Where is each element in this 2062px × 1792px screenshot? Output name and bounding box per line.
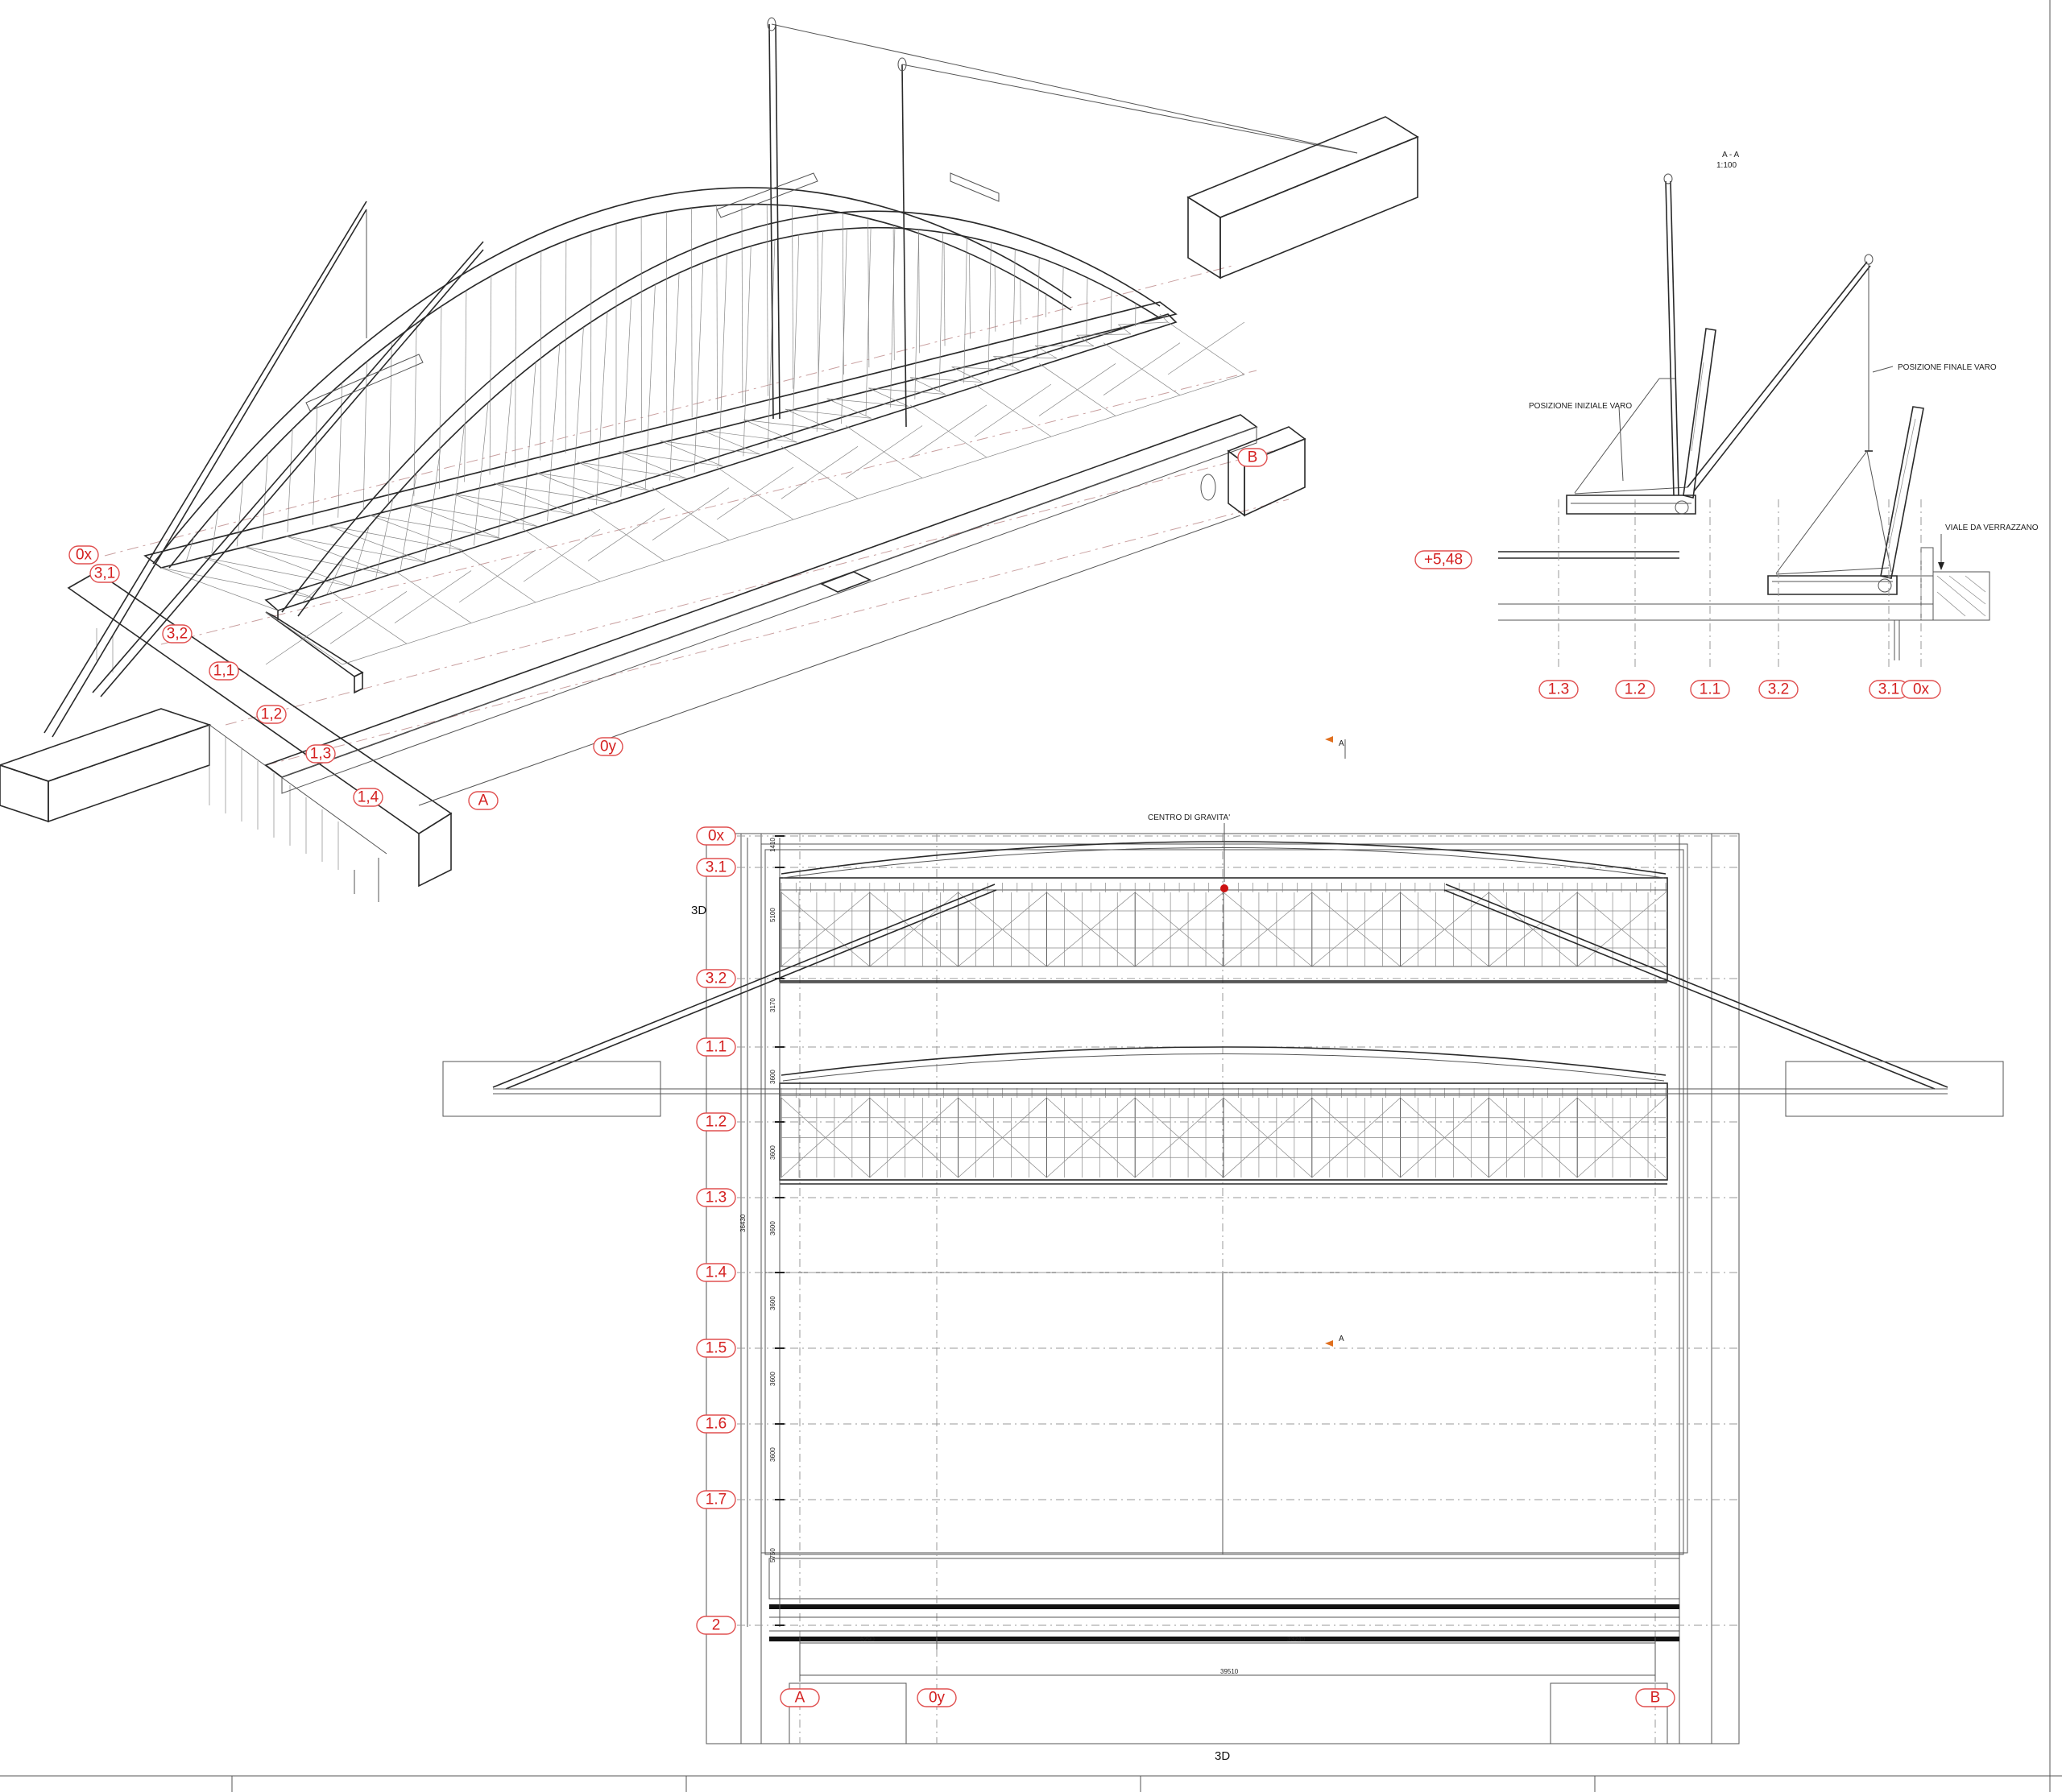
iso-axis-bubble-1-2: 1,2: [256, 705, 287, 724]
dim-v-10: 5750: [769, 1548, 776, 1562]
iso-axis-bubble-B: B: [1237, 448, 1268, 467]
iso-axis-bubble-1-3: 1,3: [305, 744, 336, 764]
svg-text:1.6: 1.6: [706, 1416, 727, 1433]
plan-axis-bubble-b: B: [1635, 1688, 1675, 1707]
isometric-bridge-view: [0, 17, 1419, 902]
svg-text:3.1: 3.1: [706, 859, 727, 876]
svg-text:1,3: 1,3: [310, 746, 331, 763]
initial-position-label: POSIZIONE INIZIALE VARO: [1529, 402, 1632, 411]
final-position-label: POSIZIONE FINALE VARO: [1898, 363, 1997, 372]
svg-text:1.1: 1.1: [1700, 681, 1720, 698]
street-label: VIALE DA VERRAZZANO: [1945, 524, 2039, 532]
svg-text:1.5: 1.5: [706, 1340, 727, 1357]
svg-text:2: 2: [712, 1617, 721, 1634]
plan-axis-bubble-0y: 0y: [917, 1688, 957, 1707]
svg-text:1,4: 1,4: [358, 789, 379, 806]
section-axis-bubble-1-2: 1.2: [1615, 680, 1655, 699]
plan-axis-bubble-3-1: 3.1: [696, 858, 736, 877]
svg-text:3.1: 3.1: [1878, 681, 1899, 698]
svg-text:3.2: 3.2: [1768, 681, 1789, 698]
plan-axis-bubble-3-2: 3.2: [696, 969, 736, 988]
svg-text:0x: 0x: [76, 547, 93, 564]
svg-text:+5,48: +5,48: [1424, 552, 1463, 569]
dim-v-6: 3600: [769, 1221, 776, 1235]
section-axis-bubble-1-1: 1.1: [1690, 680, 1730, 699]
svg-text:0x: 0x: [708, 828, 725, 845]
dim-h-3: 39510: [1220, 1668, 1239, 1675]
plan-axis-bubble-1-1: 1.1: [696, 1037, 736, 1057]
svg-text:A: A: [478, 793, 489, 809]
dim-v-1: 1410: [769, 838, 776, 852]
plan-axis-bubble-1-7: 1.7: [696, 1490, 736, 1509]
iso-axis-bubble-0x: 0x: [68, 545, 99, 565]
plan-axis-bubble-1-6: 1.6: [696, 1414, 736, 1434]
svg-text:1.3: 1.3: [1548, 681, 1569, 698]
plan-axis-bubble-2: 2: [696, 1616, 736, 1635]
svg-text:1.7: 1.7: [706, 1492, 727, 1509]
view-label-left: 3D: [691, 904, 706, 917]
section-axis-bubble-0x: 0x: [1901, 680, 1941, 699]
section-axis-bubbles: 1.3 1.2 1.1 3.2 3.1 0x: [1538, 680, 1941, 699]
section-scale: 1:100: [1716, 161, 1737, 170]
section-axis-bubble-3-2: 3.2: [1758, 680, 1799, 699]
dim-v-7: 3600: [769, 1296, 776, 1310]
svg-text:B: B: [1248, 449, 1258, 466]
section-aa-view: A - A 1:100: [1498, 151, 2039, 668]
svg-text:B: B: [1650, 1690, 1661, 1707]
plan-axis-bubble-1-4: 1.4: [696, 1263, 736, 1282]
plan-axis-bubble-1-5: 1.5: [696, 1339, 736, 1358]
iso-axis-bubble-3-1: 3,1: [89, 564, 120, 583]
section-elevation-tag: +5,48: [1414, 550, 1472, 569]
svg-text:3,1: 3,1: [94, 565, 115, 582]
dim-v-3: 3170: [769, 998, 776, 1012]
section-axis-bubble-1-3: 1.3: [1538, 680, 1579, 699]
cog-label: CENTRO DI GRAVITA': [1148, 813, 1230, 822]
svg-text:3,2: 3,2: [167, 626, 188, 643]
section-marker-mid: A: [1339, 1335, 1344, 1343]
view-label-bottom: 3D: [1215, 1749, 1230, 1763]
svg-text:0y: 0y: [929, 1690, 946, 1707]
svg-text:1,1: 1,1: [213, 663, 234, 680]
iso-axis-bubble-1-1: 1,1: [209, 661, 239, 681]
section-title: A - A: [1722, 151, 1739, 159]
plan-view: CENTRO DI GRAVITA' 6290 33240 39510 1410…: [442, 736, 2004, 1763]
iso-axis-bubble-0y: 0y: [593, 737, 623, 756]
dim-h-2: 33240: [1287, 1636, 1306, 1643]
iso-axis-bubble-1-4: 1,4: [353, 788, 383, 807]
iso-axis-bubble-A: A: [468, 791, 499, 810]
isometric-axis-bubbles: 0x3,1 3,2 1,1 1,2 1,3 1,4 0yA B: [68, 448, 1268, 810]
dim-v-2: 5100: [769, 908, 776, 922]
dim-v-5: 3600: [769, 1145, 776, 1160]
center-of-gravity-dot: [1220, 884, 1228, 892]
svg-text:1.2: 1.2: [1625, 681, 1646, 698]
iso-axis-bubble-3-2: 3,2: [162, 624, 193, 644]
svg-text:1.3: 1.3: [706, 1190, 727, 1206]
svg-text:1.1: 1.1: [706, 1039, 727, 1056]
svg-text:1.2: 1.2: [706, 1114, 727, 1131]
svg-text:A: A: [795, 1690, 805, 1707]
dim-h-1: 6290: [860, 1636, 875, 1643]
svg-text:1,2: 1,2: [261, 706, 282, 723]
svg-text:0x: 0x: [1913, 681, 1930, 698]
dim-v-8: 3600: [769, 1372, 776, 1386]
elevation-bubble: +5,48: [1414, 550, 1472, 569]
dim-v-11: 36430: [739, 1214, 747, 1232]
section-axis-bubble-3-1: 3.1: [1869, 680, 1909, 699]
plan-axis-bubble-0x: 0x: [696, 826, 736, 846]
plan-axis-bubble-1-3: 1.3: [696, 1188, 736, 1207]
plan-axis-bubble-a: A: [780, 1688, 820, 1707]
section-marker-top: A: [1339, 739, 1344, 748]
svg-text:1.4: 1.4: [706, 1264, 727, 1281]
svg-text:0y: 0y: [600, 739, 617, 755]
plan-axis-bubble-1-2: 1.2: [696, 1112, 736, 1132]
dim-v-9: 3600: [769, 1447, 776, 1462]
svg-text:3.2: 3.2: [706, 970, 727, 987]
dim-v-4: 3600: [769, 1070, 776, 1084]
